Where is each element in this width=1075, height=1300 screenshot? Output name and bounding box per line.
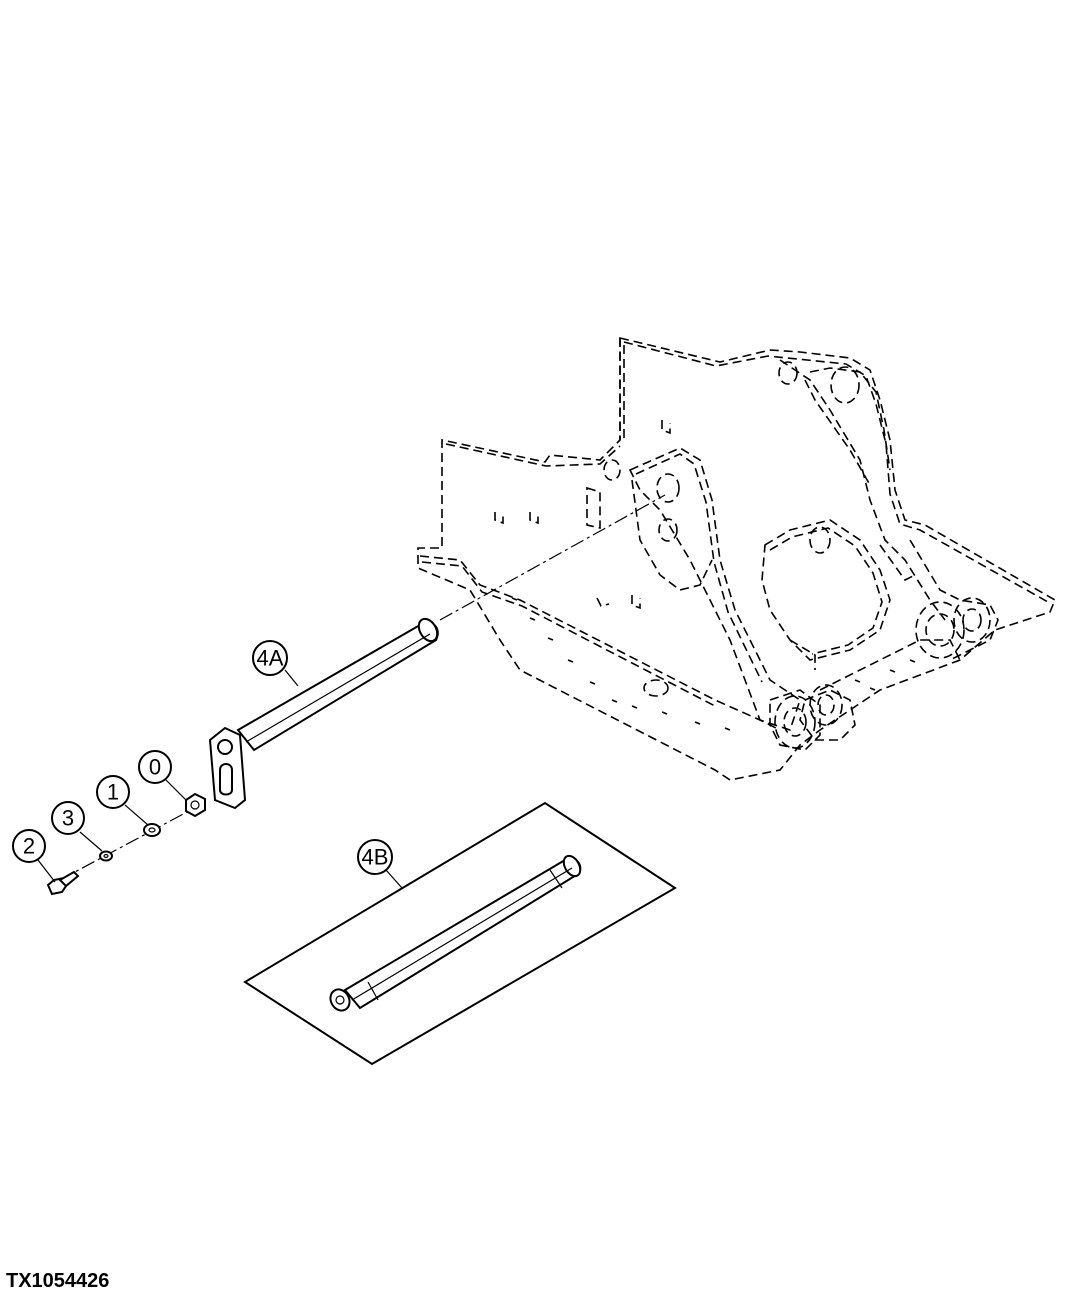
fastener-centerline <box>59 804 201 881</box>
inset-4b <box>243 801 677 1066</box>
main-frame <box>417 336 1057 781</box>
callout-3-label: 3 <box>62 806 74 831</box>
figure-id: TX1054426 <box>6 1270 110 1292</box>
callout-2-label: 2 <box>23 834 35 859</box>
lock-nut-part <box>185 792 206 818</box>
callout-1: 1 <box>96 775 149 826</box>
washer-1-part <box>143 823 161 837</box>
callout-0: 0 <box>138 750 187 801</box>
callout-4b-label: 4B <box>362 845 389 870</box>
callout-1-label: 1 <box>107 780 119 805</box>
callout-4a-label: 4A <box>257 646 284 671</box>
pin-centerline <box>439 494 666 621</box>
callout-0-label: 0 <box>149 755 161 780</box>
callout-4b: 4B <box>357 839 403 889</box>
callout-2: 2 <box>12 829 56 883</box>
lock-washer-3-part <box>99 850 113 862</box>
callout-3: 3 <box>51 801 103 852</box>
cap-screw-2-part <box>46 870 80 896</box>
pin-4a <box>208 617 439 810</box>
callout-4a: 4A <box>252 640 299 687</box>
